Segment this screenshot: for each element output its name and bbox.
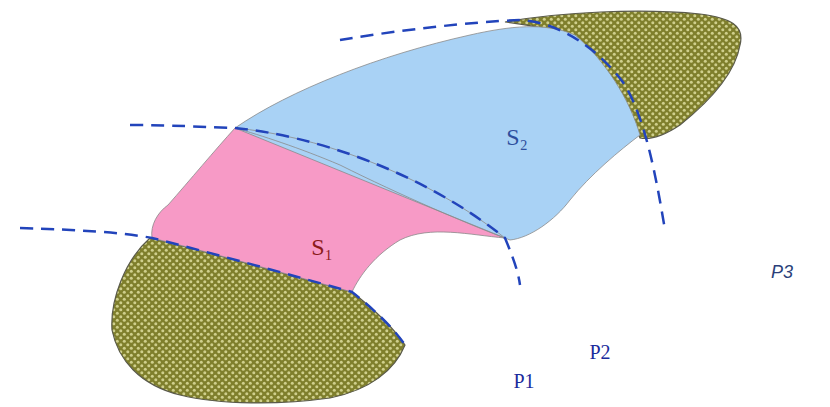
plane-label: P1 [513, 370, 534, 392]
plane-label: P2 [589, 341, 610, 363]
region-name: S₁ [311, 234, 333, 260]
plane-label: P3 [771, 262, 793, 283]
region-name: S₂ [506, 124, 528, 150]
label-anchor: P1 [513, 370, 534, 392]
label-anchor: P3 [771, 262, 793, 283]
region-s2: S₂ [228, 14, 648, 246]
region-fill [235, 27, 640, 240]
region-outline [228, 14, 648, 246]
label-anchor: P2 [589, 341, 610, 363]
